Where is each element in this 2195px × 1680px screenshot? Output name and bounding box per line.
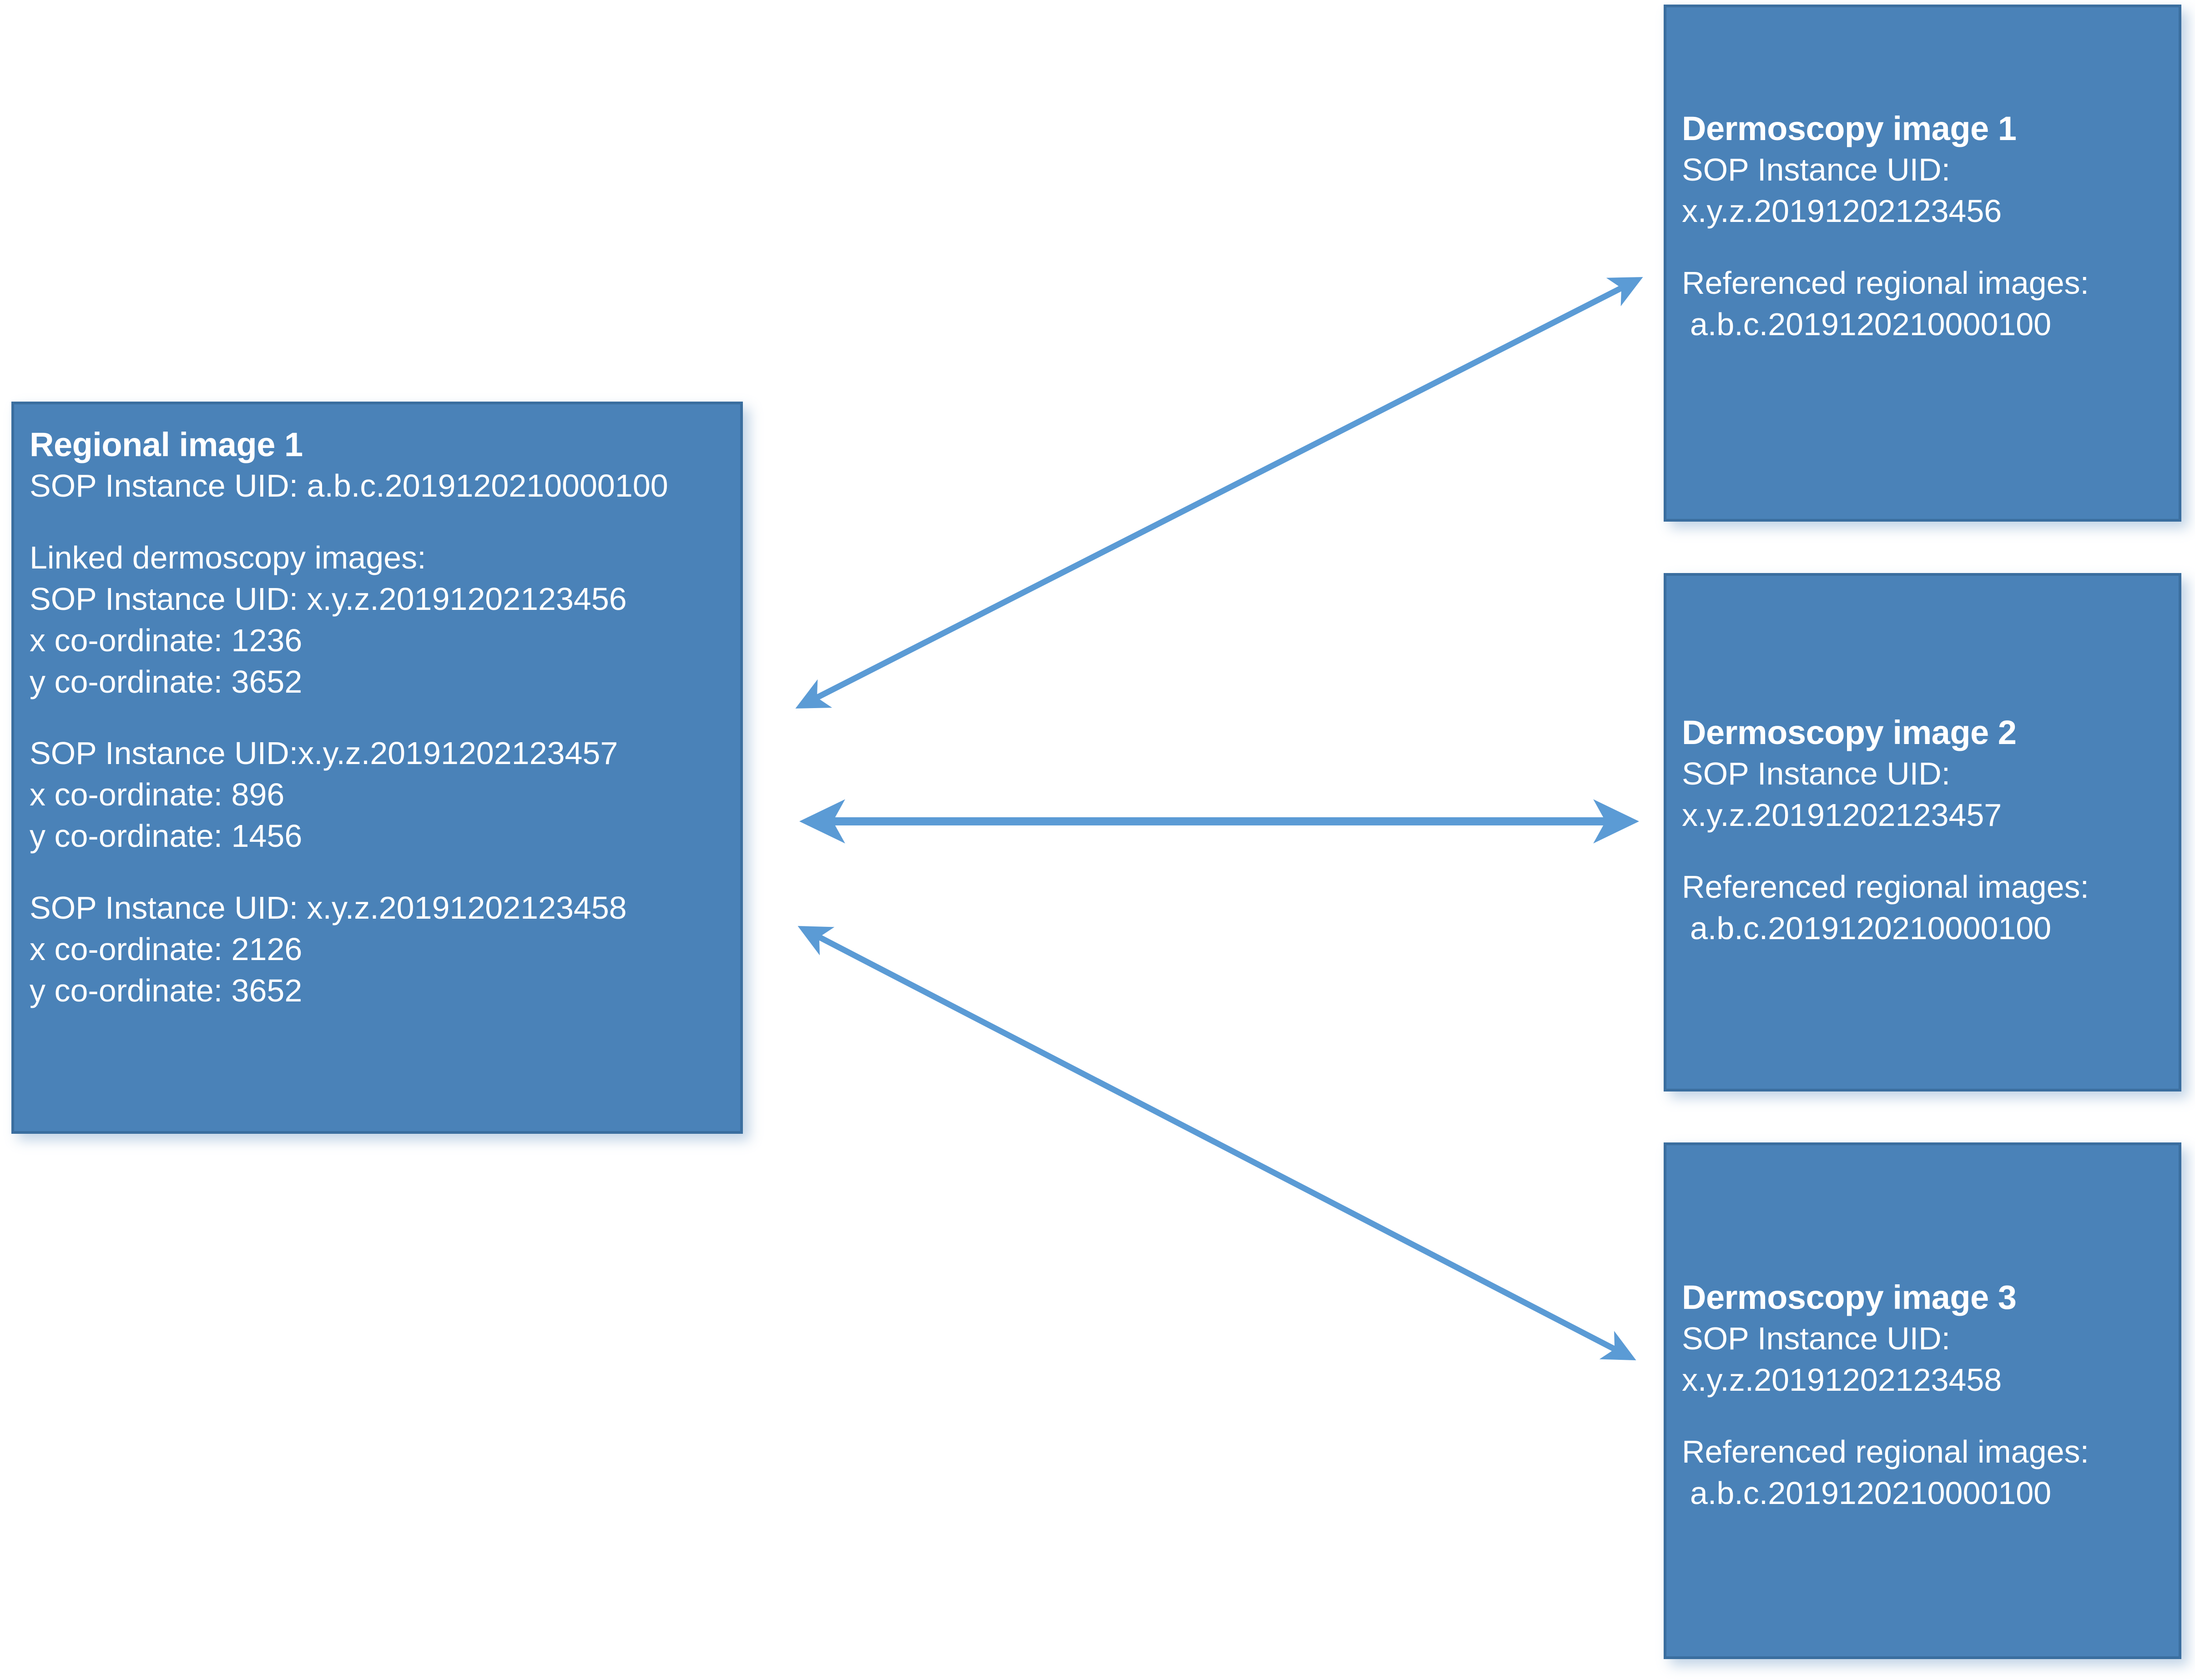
dermoscopy-image-2-title: Dermoscopy image 2 bbox=[1682, 714, 2017, 751]
dermoscopy-image-3-ref-label: Referenced regional images: bbox=[1682, 1434, 2089, 1469]
spacer-3 bbox=[30, 857, 731, 887]
dermoscopy-image-1-content: Dermoscopy image 1 SOP Instance UID: x.y… bbox=[1682, 108, 2170, 345]
spacer-d3 bbox=[1682, 1401, 2170, 1431]
dermoscopy-image-1-title: Dermoscopy image 1 bbox=[1682, 110, 2017, 147]
dermoscopy-image-2-sop-value: x.y.z.20191202123457 bbox=[1682, 797, 2002, 833]
linked-image-2-y: y co-ordinate: 1456 bbox=[30, 818, 303, 854]
dermoscopy-image-1-box[interactable]: Dermoscopy image 1 SOP Instance UID: x.y… bbox=[1664, 5, 2181, 522]
dermoscopy-image-3-ref-value: a.b.c.2019120210000100 bbox=[1690, 1475, 2052, 1511]
dermoscopy-image-1-ref-label: Referenced regional images: bbox=[1682, 265, 2089, 301]
linked-image-2-x: x co-ordinate: 896 bbox=[30, 777, 285, 813]
linked-image-3-y: y co-ordinate: 3652 bbox=[30, 972, 303, 1008]
dermoscopy-image-1-sop-label: SOP Instance UID: bbox=[1682, 152, 1951, 188]
dermoscopy-image-2-box[interactable]: Dermoscopy image 2 SOP Instance UID: x.y… bbox=[1664, 573, 2181, 1091]
linked-image-3-uid: SOP Instance UID: x.y.z.20191202123458 bbox=[30, 890, 627, 926]
linked-image-3-x: x co-ordinate: 2126 bbox=[30, 931, 303, 967]
dermoscopy-image-3-sop-value: x.y.z.20191202123458 bbox=[1682, 1362, 2002, 1398]
regional-image-sop-uid: SOP Instance UID: a.b.c.2019120210000100 bbox=[30, 468, 668, 504]
dermoscopy-image-2-ref-label: Referenced regional images: bbox=[1682, 869, 2089, 905]
dermoscopy-image-1-sop-value: x.y.z.20191202123456 bbox=[1682, 193, 2002, 229]
linked-image-1-uid: SOP Instance UID: x.y.z.20191202123456 bbox=[30, 581, 627, 617]
dermoscopy-image-1-ref-value: a.b.c.2019120210000100 bbox=[1690, 306, 2052, 342]
dermoscopy-image-2-ref-value: a.b.c.2019120210000100 bbox=[1690, 910, 2052, 946]
linked-image-1-x: x co-ordinate: 1236 bbox=[30, 622, 303, 658]
regional-image-content: Regional image 1 SOP Instance UID: a.b.c… bbox=[30, 424, 731, 1011]
regional-image-box[interactable]: Regional image 1 SOP Instance UID: a.b.c… bbox=[11, 402, 743, 1134]
dermoscopy-image-3-sop-label: SOP Instance UID: bbox=[1682, 1321, 1951, 1357]
dermoscopy-image-3-title: Dermoscopy image 3 bbox=[1682, 1278, 2017, 1316]
spacer-2 bbox=[30, 703, 731, 733]
connector-regional-to-dermoscopy-3 bbox=[797, 926, 1636, 1360]
spacer-1 bbox=[30, 507, 731, 537]
dermoscopy-image-2-sop-label: SOP Instance UID: bbox=[1682, 756, 1951, 792]
dermoscopy-image-3-content: Dermoscopy image 3 SOP Instance UID: x.y… bbox=[1682, 1277, 2170, 1514]
spacer-d1 bbox=[1682, 232, 2170, 262]
spacer-d2 bbox=[1682, 836, 2170, 866]
linked-image-2-uid: SOP Instance UID:x.y.z.20191202123457 bbox=[30, 735, 618, 771]
dermoscopy-image-3-box[interactable]: Dermoscopy image 3 SOP Instance UID: x.y… bbox=[1664, 1142, 2181, 1659]
regional-image-title: Regional image 1 bbox=[30, 426, 303, 463]
dermoscopy-image-2-content: Dermoscopy image 2 SOP Instance UID: x.y… bbox=[1682, 712, 2170, 949]
connector-regional-to-dermoscopy-1 bbox=[795, 277, 1643, 709]
linked-dermoscopy-header: Linked dermoscopy images: bbox=[30, 539, 426, 575]
linked-image-1-y: y co-ordinate: 3652 bbox=[30, 664, 303, 699]
